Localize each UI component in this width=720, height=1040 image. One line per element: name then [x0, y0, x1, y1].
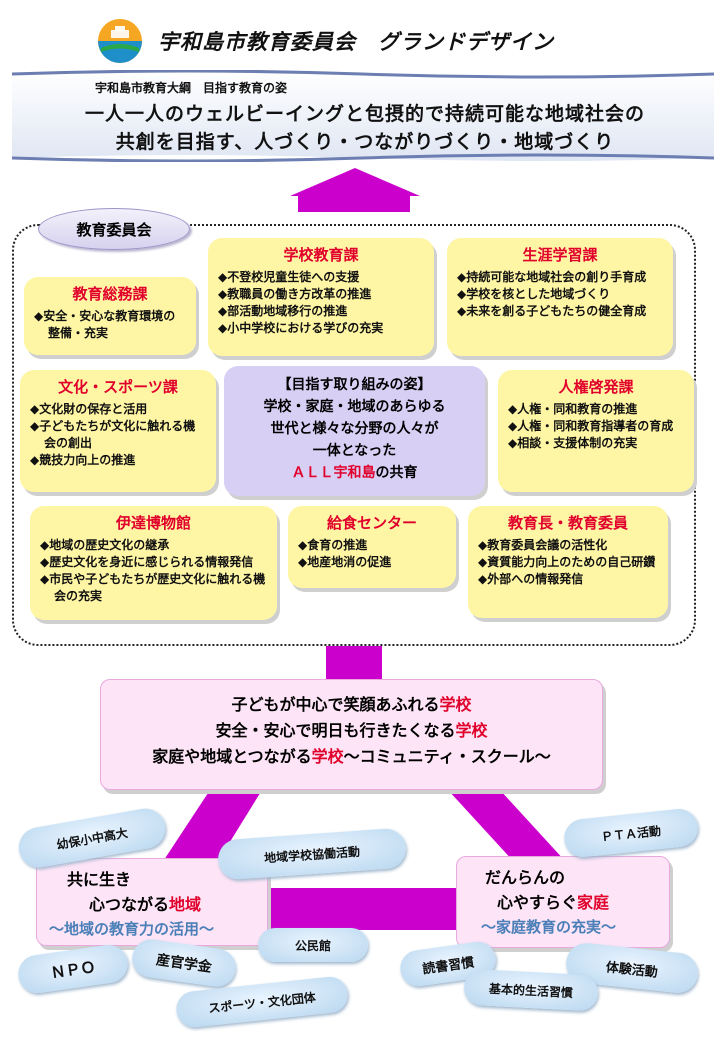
unit-title: 教育総務課: [72, 285, 148, 303]
goal-title: 【目指す取り組みの姿】: [277, 377, 432, 393]
city-logo-icon: [98, 19, 142, 63]
horizontal-connector: [268, 888, 456, 930]
community-line-3: ～地域の教育力の活用～: [49, 920, 215, 938]
school-line: 安全・安心で明日も行きたくなる学校: [105, 718, 598, 744]
cloud-basic-lifestyle-habits: 基本的生活習慣: [463, 968, 599, 1012]
school-highlight: 学校: [311, 747, 344, 766]
unit-superintendent: 教育長・教育委員 教育委員会議の活性化 資質能力向上のための自己研鑽 外部への情…: [468, 506, 668, 618]
unit-item: 資質能力向上のための自己研鑽: [478, 554, 658, 571]
right-diagonal-connector: [448, 790, 566, 862]
unit-title: 生涯学習課: [522, 246, 598, 264]
unit-title: 伊達博物館: [115, 514, 191, 532]
unit-item: 歴史文化を身近に感じられる情報発信: [40, 554, 267, 571]
unit-item: 市民や子どもたちが歴史文化に触れる機会の充実: [40, 571, 267, 605]
board-area: [12, 224, 696, 646]
unit-item: 不登校児童生徒への支援: [218, 269, 424, 286]
unit-lifelong-learning: 生涯学習課 持続可能な地域社会の創り手育成 学校を核とした地域づくり 未来を創る…: [447, 238, 673, 356]
vision-line-1: 一人一人のウェルビーイングと包摂的で持続可能な地域社会の: [84, 103, 645, 125]
school-line: 家庭や地域とつながる学校～コミュニティ・スクール～: [105, 744, 598, 770]
unit-school-lunch-center: 給食センター 食育の推進 地産地消の促進: [288, 506, 456, 588]
vertical-connector: [326, 646, 382, 680]
community-line-text: 心つながる: [89, 895, 170, 914]
unit-item: 子どもたちが文化に触れる機会の創出: [30, 418, 206, 452]
cloud-community-center: 公民館: [258, 928, 368, 962]
goal-line: 世代と様々な分野の人々が: [270, 421, 439, 437]
unit-culture-sports: 文化・スポーツ課 文化財の保存と活用 子どもたちが文化に触れる機会の創出 競技力…: [20, 370, 216, 492]
board-label: 教育委員会: [38, 208, 190, 250]
community-line-1: 共に生き: [67, 870, 132, 889]
community-box: 共に生き 心つながる地域 ～地域の教育力の活用～: [36, 858, 268, 946]
school-highlight: 学校: [439, 695, 472, 714]
home-line-2: 心やすらぐ家庭: [457, 890, 669, 915]
school-line: 子どもが中心で笑顔あふれる学校: [105, 692, 598, 718]
vision-banner: [12, 70, 714, 162]
home-line-1: だんらんの: [485, 868, 566, 887]
left-diagonal-connector: [160, 790, 262, 866]
goal-line-rest: の共育: [375, 465, 418, 481]
community-line-2: 心つながる地域: [37, 892, 267, 917]
unit-item: 地域の歴史文化の継承: [40, 537, 267, 554]
school-line-text: ～コミュニティ・スクール～: [343, 747, 551, 766]
unit-item: 人権・同和教育の推進: [508, 401, 684, 418]
unit-item: 未来を創る子どもたちの健全育成: [457, 303, 663, 320]
unit-title: 給食センター: [326, 514, 417, 532]
school-line-text: 安全・安心で明日も行きたくなる: [215, 721, 456, 740]
unit-title: 学校教育課: [283, 246, 359, 264]
unit-item: 相談・支援体制の充実: [508, 435, 684, 452]
school-line-text: 子どもが中心で笑顔あふれる: [231, 695, 440, 714]
unit-item: 競技力向上の推進: [30, 452, 206, 469]
goal-line: 学校・家庭・地域のあらゆる: [263, 399, 446, 415]
vision-statement: 一人一人のウェルビーイングと包摂的で持続可能な地域社会の 共創を目指す、人づくり…: [20, 100, 710, 156]
unit-item: 安全・安心な教育環境の整備・充実: [34, 308, 186, 342]
unit-title: 教育長・教育委員: [507, 514, 628, 532]
unit-item: 人権・同和教育指導者の育成: [508, 418, 684, 435]
school-highlight: 学校: [455, 721, 488, 740]
home-box: だんらんの 心やすらぐ家庭 ～家庭教育の充実～: [456, 856, 670, 948]
goal-line: 一体となった: [312, 443, 397, 459]
unit-item: 学校を核とした地域づくり: [457, 286, 663, 303]
unit-item: 小中学校における学びの充実: [218, 320, 424, 337]
unit-date-museum: 伊達博物館 地域の歴史文化の継承 歴史文化を身近に感じられる情報発信 市民や子ど…: [30, 506, 277, 620]
unit-item: 食育の推進: [298, 537, 446, 554]
page-title: 宇和島市教育委員会 グランドデザイン: [158, 30, 554, 54]
school-box: 子どもが中心で笑顔あふれる学校 安全・安心で明日も行きたくなる学校 家庭や地域と…: [100, 679, 603, 790]
school-line-text: 家庭や地域とつながる: [152, 747, 312, 766]
goal-highlight: ＡＬＬ宇和島: [291, 465, 376, 481]
unit-item: 教職員の働き方改革の推進: [218, 286, 424, 303]
unit-item: 文化財の保存と活用: [30, 401, 206, 418]
goal-line: ＡＬＬ宇和島の共育: [230, 462, 479, 484]
home-line-3: ～家庭教育の充実～: [481, 918, 617, 936]
unit-title: 人権啓発課: [558, 378, 634, 396]
home-highlight: 家庭: [577, 893, 610, 912]
unit-item: 外部への情報発信: [478, 571, 658, 588]
unit-school-education: 学校教育課 不登校児童生徒への支援 教職員の働き方改革の推進 部活動地域移行の推…: [208, 238, 434, 356]
unit-item: 地産地消の促進: [298, 554, 446, 571]
community-highlight: 地域: [169, 895, 202, 914]
unit-human-rights: 人権啓発課 人権・同和教育の推進 人権・同和教育指導者の育成 相談・支援体制の充…: [498, 370, 694, 492]
up-arrow: [290, 168, 420, 212]
home-line-text: 心やすらぐ: [497, 893, 578, 912]
unit-item: 教育委員会議の活性化: [478, 537, 658, 554]
unit-general-affairs: 教育総務課 安全・安心な教育環境の整備・充実: [24, 277, 196, 355]
vision-line-2: 共創を目指す、人づくり・つながりづくり・地域づくり: [115, 131, 615, 153]
unit-title: 文化・スポーツ課: [58, 378, 178, 396]
vision-subtitle: 宇和島市教育大綱 目指す教育の姿: [95, 81, 288, 95]
unit-item: 部活動地域移行の推進: [218, 303, 424, 320]
unit-item: 持続可能な地域社会の創り手育成: [457, 269, 663, 286]
goal-statement-box: 【目指す取り組みの姿】 学校・家庭・地域のあらゆる 世代と様々な分野の人々が 一…: [224, 366, 485, 496]
